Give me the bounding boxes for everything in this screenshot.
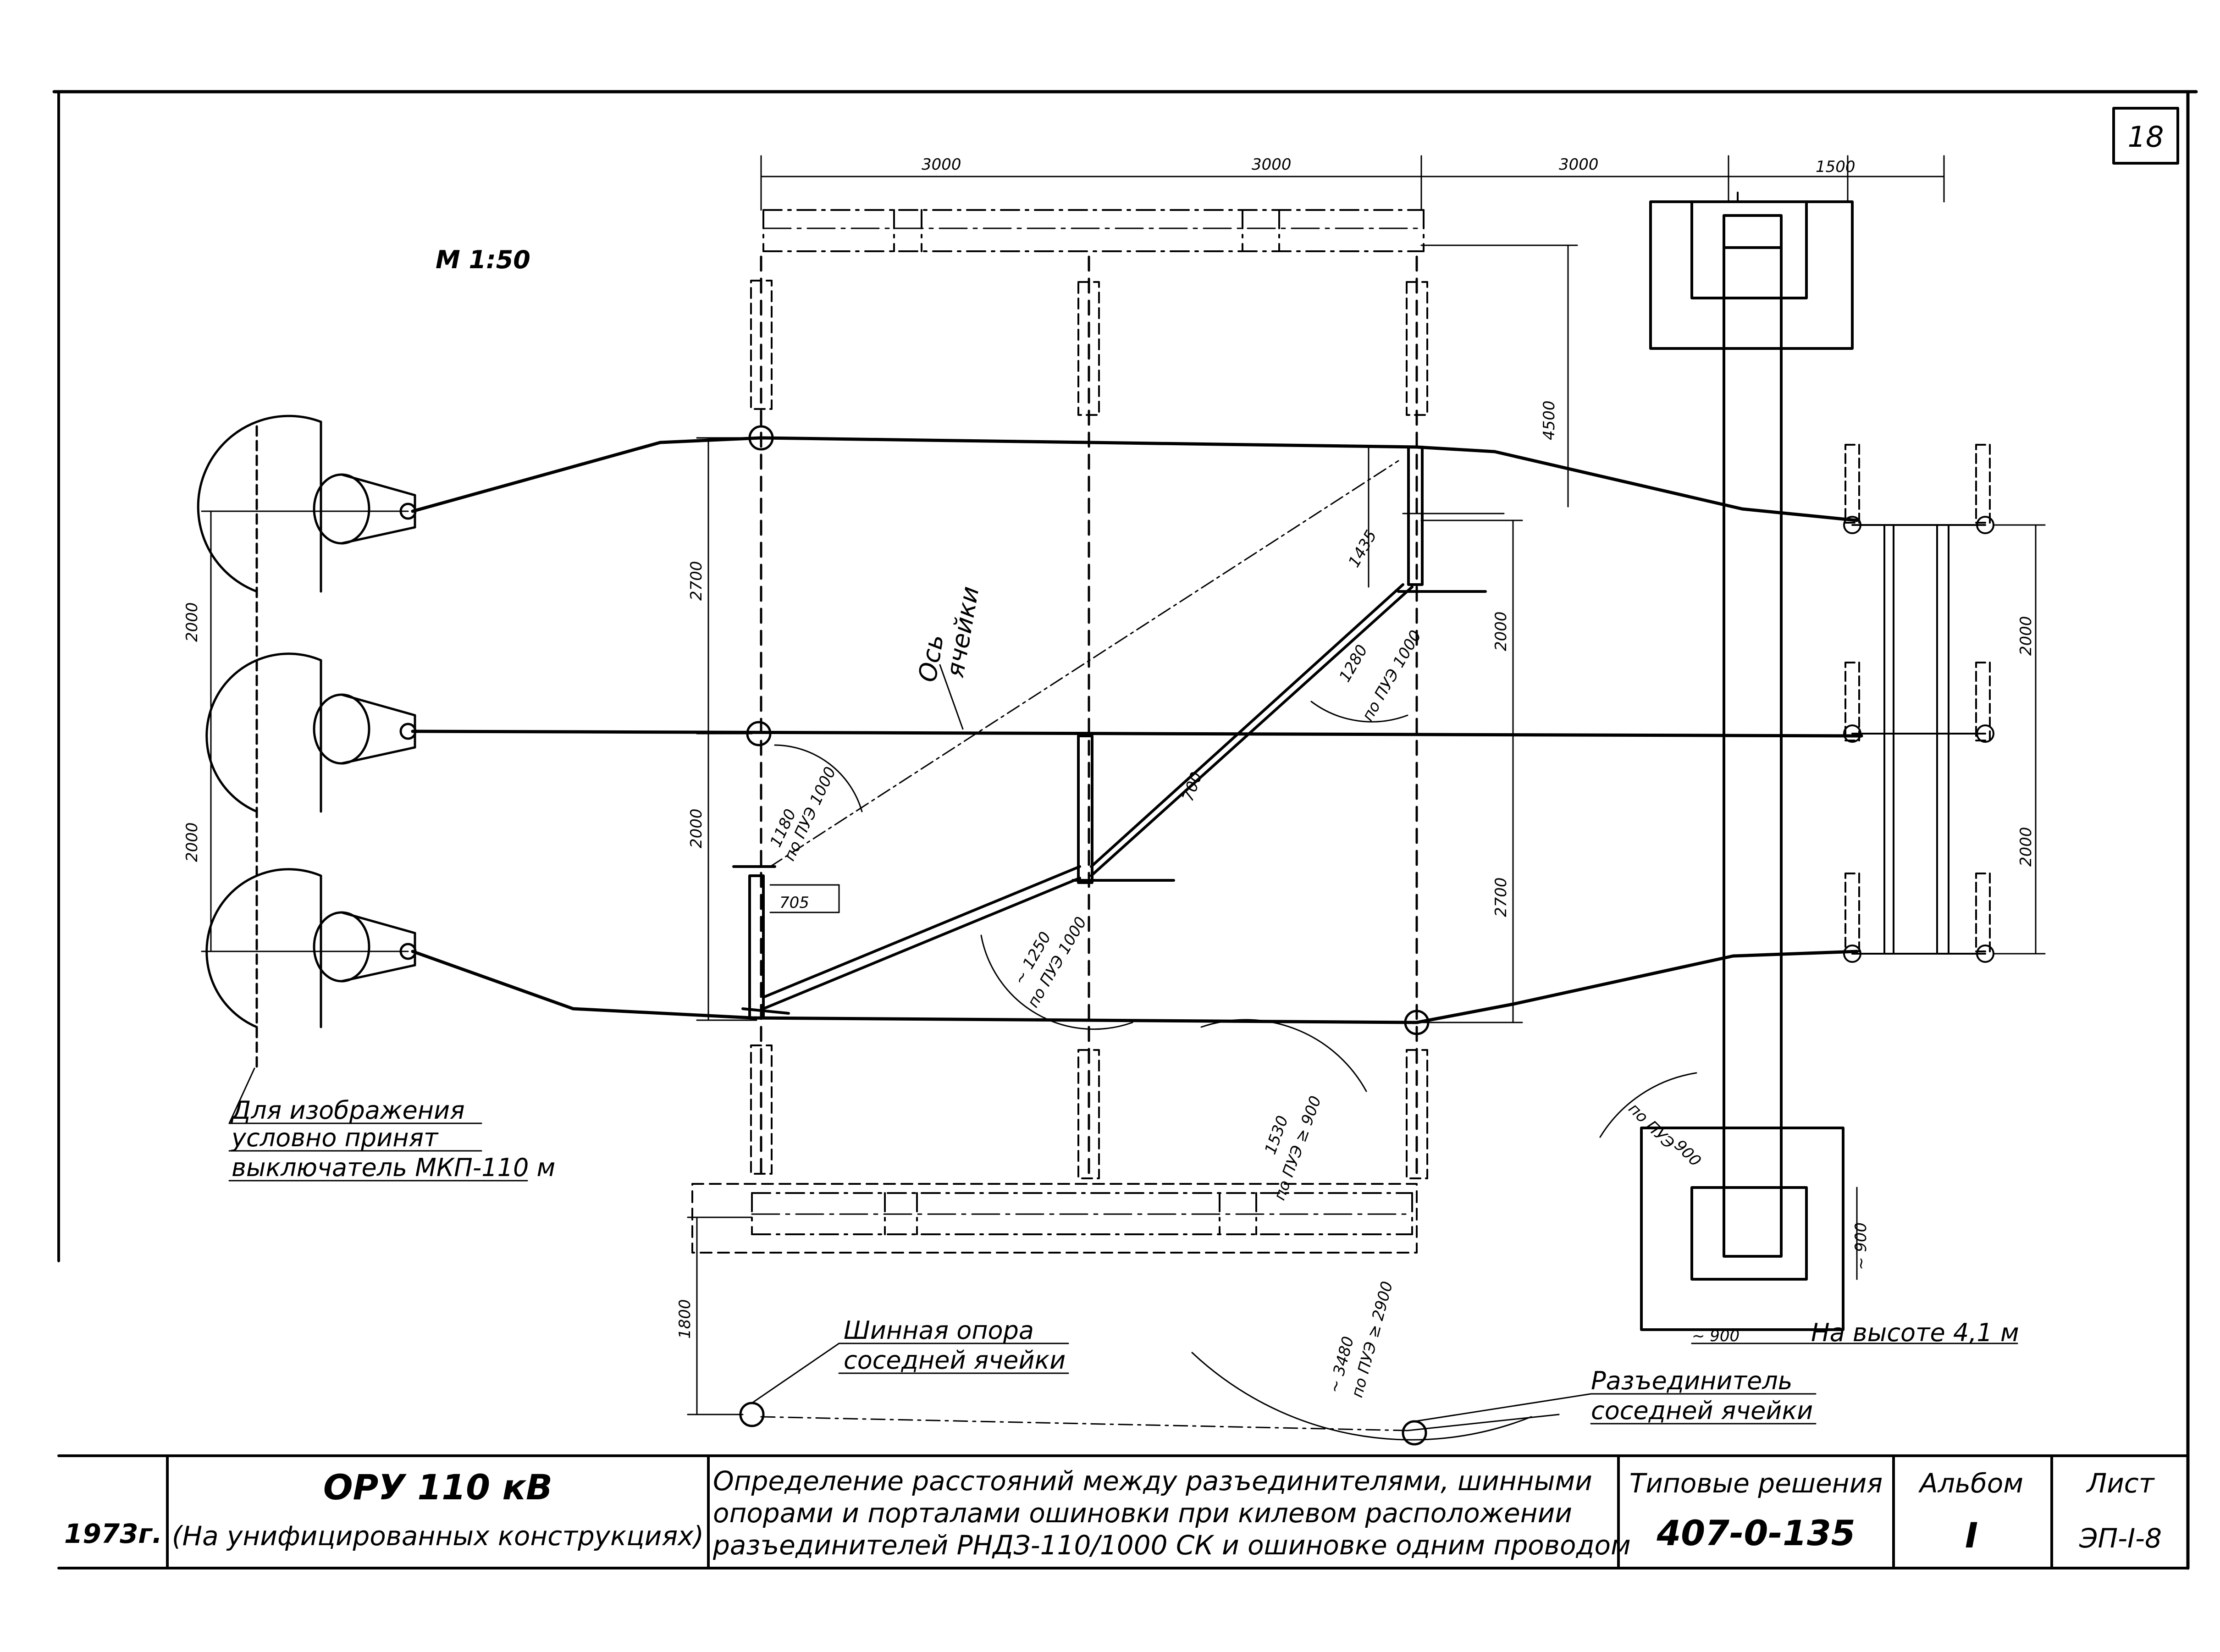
dim-705: 705 <box>779 894 809 912</box>
dim-1280: 1280 <box>1336 642 1371 685</box>
series-value: 407-0-135 <box>1656 1513 1855 1553</box>
sheet-frame <box>52 90 2198 1570</box>
title-description-line-1: Определение расстояний между разъедините… <box>713 1465 1592 1497</box>
lower-insulators <box>750 1044 1428 1179</box>
title-year: 1973г. <box>64 1518 162 1549</box>
dim-far-right-2000-bottom: 2000 <box>2017 827 2035 867</box>
left-dimensions <box>201 510 409 952</box>
sheet-value: ЭП-I-8 <box>2079 1523 2162 1554</box>
dim-1435: 1435 <box>1345 527 1381 571</box>
dim-mid-2000: 2000 <box>687 808 706 848</box>
dim-left-2000-top: 2000 <box>183 602 201 642</box>
disconnector-blades <box>732 446 1487 1019</box>
dim-900-horizontal: ~ 900 <box>1692 1327 1740 1345</box>
dim-mid-2700: 2700 <box>687 561 706 601</box>
bus-support-note-line-1: Шинная опора <box>844 1316 1034 1345</box>
support-axes <box>760 255 1418 1175</box>
height-note: На высоте 4,1 м <box>1811 1318 2019 1347</box>
bottom-right-dimensions <box>1691 1187 2018 1344</box>
dim-top-1500: 1500 <box>1816 158 1856 176</box>
leader-lines <box>228 664 1817 1425</box>
top-dimension-line <box>760 155 1945 211</box>
mid-dimensions <box>696 437 840 1021</box>
dim-700: 700 <box>1179 769 1206 804</box>
title-project-line-2: (На унифицированных конструкциях) <box>172 1520 704 1552</box>
dim-900-arc-note: по ПУЭ <box>1625 1099 1678 1153</box>
dim-left-2000-bottom: 2000 <box>183 822 201 862</box>
bus-conductors <box>411 436 1863 1024</box>
series-label: Типовые решения <box>1629 1468 1883 1499</box>
dim-top-3000-c: 3000 <box>1559 155 1599 174</box>
breaker-note-line-3: выключатель МКП-110 м <box>232 1153 555 1182</box>
breaker-note-line-2: условно принят <box>231 1123 439 1152</box>
right-disconnector <box>1843 444 2046 963</box>
sheet-label: Лист <box>2086 1468 2155 1499</box>
bus-support-note-line-2: соседней ячейки <box>844 1346 1066 1375</box>
bottom-portal <box>751 1192 1413 1235</box>
disconnector-note-line-1: Разъединитель <box>1591 1366 1793 1395</box>
bottom-left-dimensions <box>687 1216 1560 1431</box>
cell-axis-label-2: ячейки <box>940 584 985 680</box>
right-portal-column <box>1640 192 1854 1331</box>
scale-label: M 1:50 <box>436 245 530 274</box>
album-value: I <box>1965 1515 1978 1556</box>
dim-right-4500: 4500 <box>1540 400 1558 440</box>
dim-far-right-2000-top: 2000 <box>2017 616 2035 656</box>
dim-1280-note: по ПУЭ 1000 <box>1359 627 1425 724</box>
dim-bottom-1800: 1800 <box>676 1299 694 1339</box>
breaker-symbols <box>197 414 417 1070</box>
bus-support-circles <box>739 425 1430 1446</box>
title-description-line-2: опорами и порталами ошиновки при килевом… <box>713 1497 1572 1529</box>
sheet-number: 18 <box>2128 120 2164 154</box>
disconnector-note-line-2: соседней ячейки <box>1591 1396 1813 1425</box>
upper-insulators <box>750 280 1428 416</box>
title-block-frame <box>57 1454 2189 1569</box>
title-description-line-3: разъединителей РНДЗ-110/1000 СК и ошинов… <box>712 1530 1631 1561</box>
album-label: Альбом <box>1918 1468 2023 1499</box>
dim-right-2000: 2000 <box>1492 611 1510 651</box>
dim-900-vertical: ~ 900 <box>1852 1222 1870 1270</box>
clearance-arcs <box>774 701 1697 1441</box>
breaker-note-line-1: Для изображения <box>231 1096 465 1125</box>
dim-top-3000-b: 3000 <box>1252 155 1292 174</box>
dim-right-2700: 2700 <box>1492 877 1510 917</box>
right-dimensions <box>1368 244 1578 1023</box>
title-project-line-1: ОРУ 110 кВ <box>323 1467 552 1508</box>
top-portal <box>762 209 1425 252</box>
dim-top-3000-a: 3000 <box>922 155 961 174</box>
